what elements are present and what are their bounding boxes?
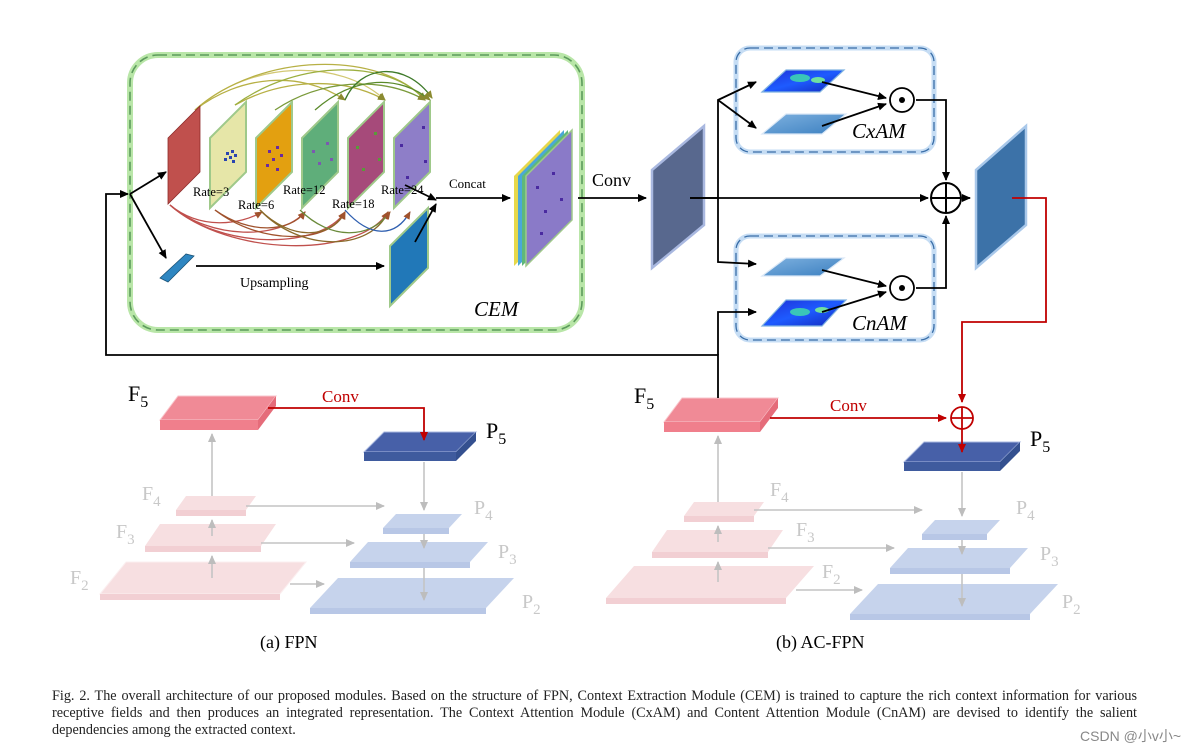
acfpn-f4-label: F4 <box>770 479 789 506</box>
rate3-label: Rate=3 <box>193 185 229 199</box>
fpn-p5-label: P5 <box>486 418 506 448</box>
acfpn-subfigure-label: (b) AC-FPN <box>776 632 865 653</box>
acfpn-diagram: Conv F5 F4 F3 F2 P5 P4 P3 P2 (b) AC-FPN <box>606 383 1081 653</box>
context-to-p5-wire <box>958 197 1047 403</box>
f5-to-cem-wire <box>105 190 719 396</box>
fpn-diagram: Conv F5 F4 F3 F2 P5 P4 P3 P2 (a) FPN <box>70 381 541 653</box>
upsampled-plane <box>389 205 429 309</box>
rate24-label: Rate=24 <box>381 183 424 197</box>
fpn-p3-block <box>350 542 488 568</box>
acfpn-f4-block <box>684 502 764 522</box>
rate3-plane <box>209 99 247 211</box>
acfpn-p3-block <box>890 548 1028 574</box>
acfpn-f5-block <box>663 397 779 432</box>
rate12-label: Rate=12 <box>283 183 325 197</box>
cnam-multiply-icon <box>889 275 915 301</box>
fpn-f2-label: F2 <box>70 567 89 594</box>
fpn-conv-label: Conv <box>322 387 359 406</box>
figure-caption: Fig. 2. The overall architecture of our … <box>52 688 1137 738</box>
acfpn-p4-block <box>922 520 1000 540</box>
acfpn-f2-block <box>606 566 814 604</box>
acfpn-sum-icon <box>950 406 974 430</box>
upsampling-label: Upsampling <box>240 276 308 291</box>
concat-label: Concat <box>449 176 486 191</box>
pooled-feature <box>159 253 195 283</box>
cnam-title: CnAM <box>852 311 908 335</box>
fpn-p5-block <box>362 431 478 461</box>
acfpn-p2-label: P2 <box>1062 591 1081 618</box>
acfpn-p5-label: P5 <box>1030 426 1050 456</box>
fpn-f2-block <box>98 561 308 600</box>
fpn-p4-label: P4 <box>474 497 493 524</box>
fpn-p2-block <box>310 578 514 614</box>
rate6-label: Rate=6 <box>238 198 274 212</box>
acfpn-p2-block <box>850 584 1058 620</box>
fpn-p3-label: P3 <box>498 541 517 568</box>
rate12-plane <box>301 99 339 211</box>
cem-input-plane <box>167 105 201 205</box>
ac-output-feature-map <box>974 123 1028 271</box>
conv-label: Conv <box>592 170 631 190</box>
sum-icon <box>930 182 962 214</box>
fpn-f5-label: F5 <box>128 381 148 411</box>
cxam-title: CxAM <box>852 119 907 143</box>
acfpn-conv-label: Conv <box>830 396 867 415</box>
acfpn-f3-label: F3 <box>796 519 815 546</box>
fpn-p4-block <box>383 514 462 534</box>
cem-module: Rate=3 Rate=6 Rate=12 Rate=18 Rate=24 Co… <box>127 52 585 333</box>
fpn-f4-block <box>176 496 256 516</box>
fpn-conv-arrow <box>268 407 428 441</box>
rate18-plane <box>347 99 385 211</box>
cxam-multiply-icon <box>889 87 915 113</box>
fpn-f3-block <box>145 524 276 552</box>
fpn-f3-label: F3 <box>116 521 135 548</box>
acfpn-f2-label: F2 <box>822 561 841 588</box>
rate18-label: Rate=18 <box>332 197 374 211</box>
fpn-subfigure-label: (a) FPN <box>260 632 318 653</box>
cem-title: CEM <box>474 297 520 321</box>
rate24-plane <box>393 99 431 211</box>
acfpn-f5-label: F5 <box>634 383 654 413</box>
watermark: CSDN @小v小~ <box>1080 728 1181 744</box>
fpn-f4-label: F4 <box>142 483 161 510</box>
attention-section: Conv CxAM CnAM <box>578 45 1028 355</box>
fpn-p2-label: P2 <box>522 591 541 618</box>
acfpn-p3-label: P3 <box>1040 543 1059 570</box>
concat-output-stack <box>514 128 573 268</box>
fpn-f5-block <box>159 395 277 430</box>
conv-feature-map <box>650 123 706 271</box>
acfpn-p4-label: P4 <box>1016 497 1035 524</box>
rate6-plane <box>255 99 293 211</box>
